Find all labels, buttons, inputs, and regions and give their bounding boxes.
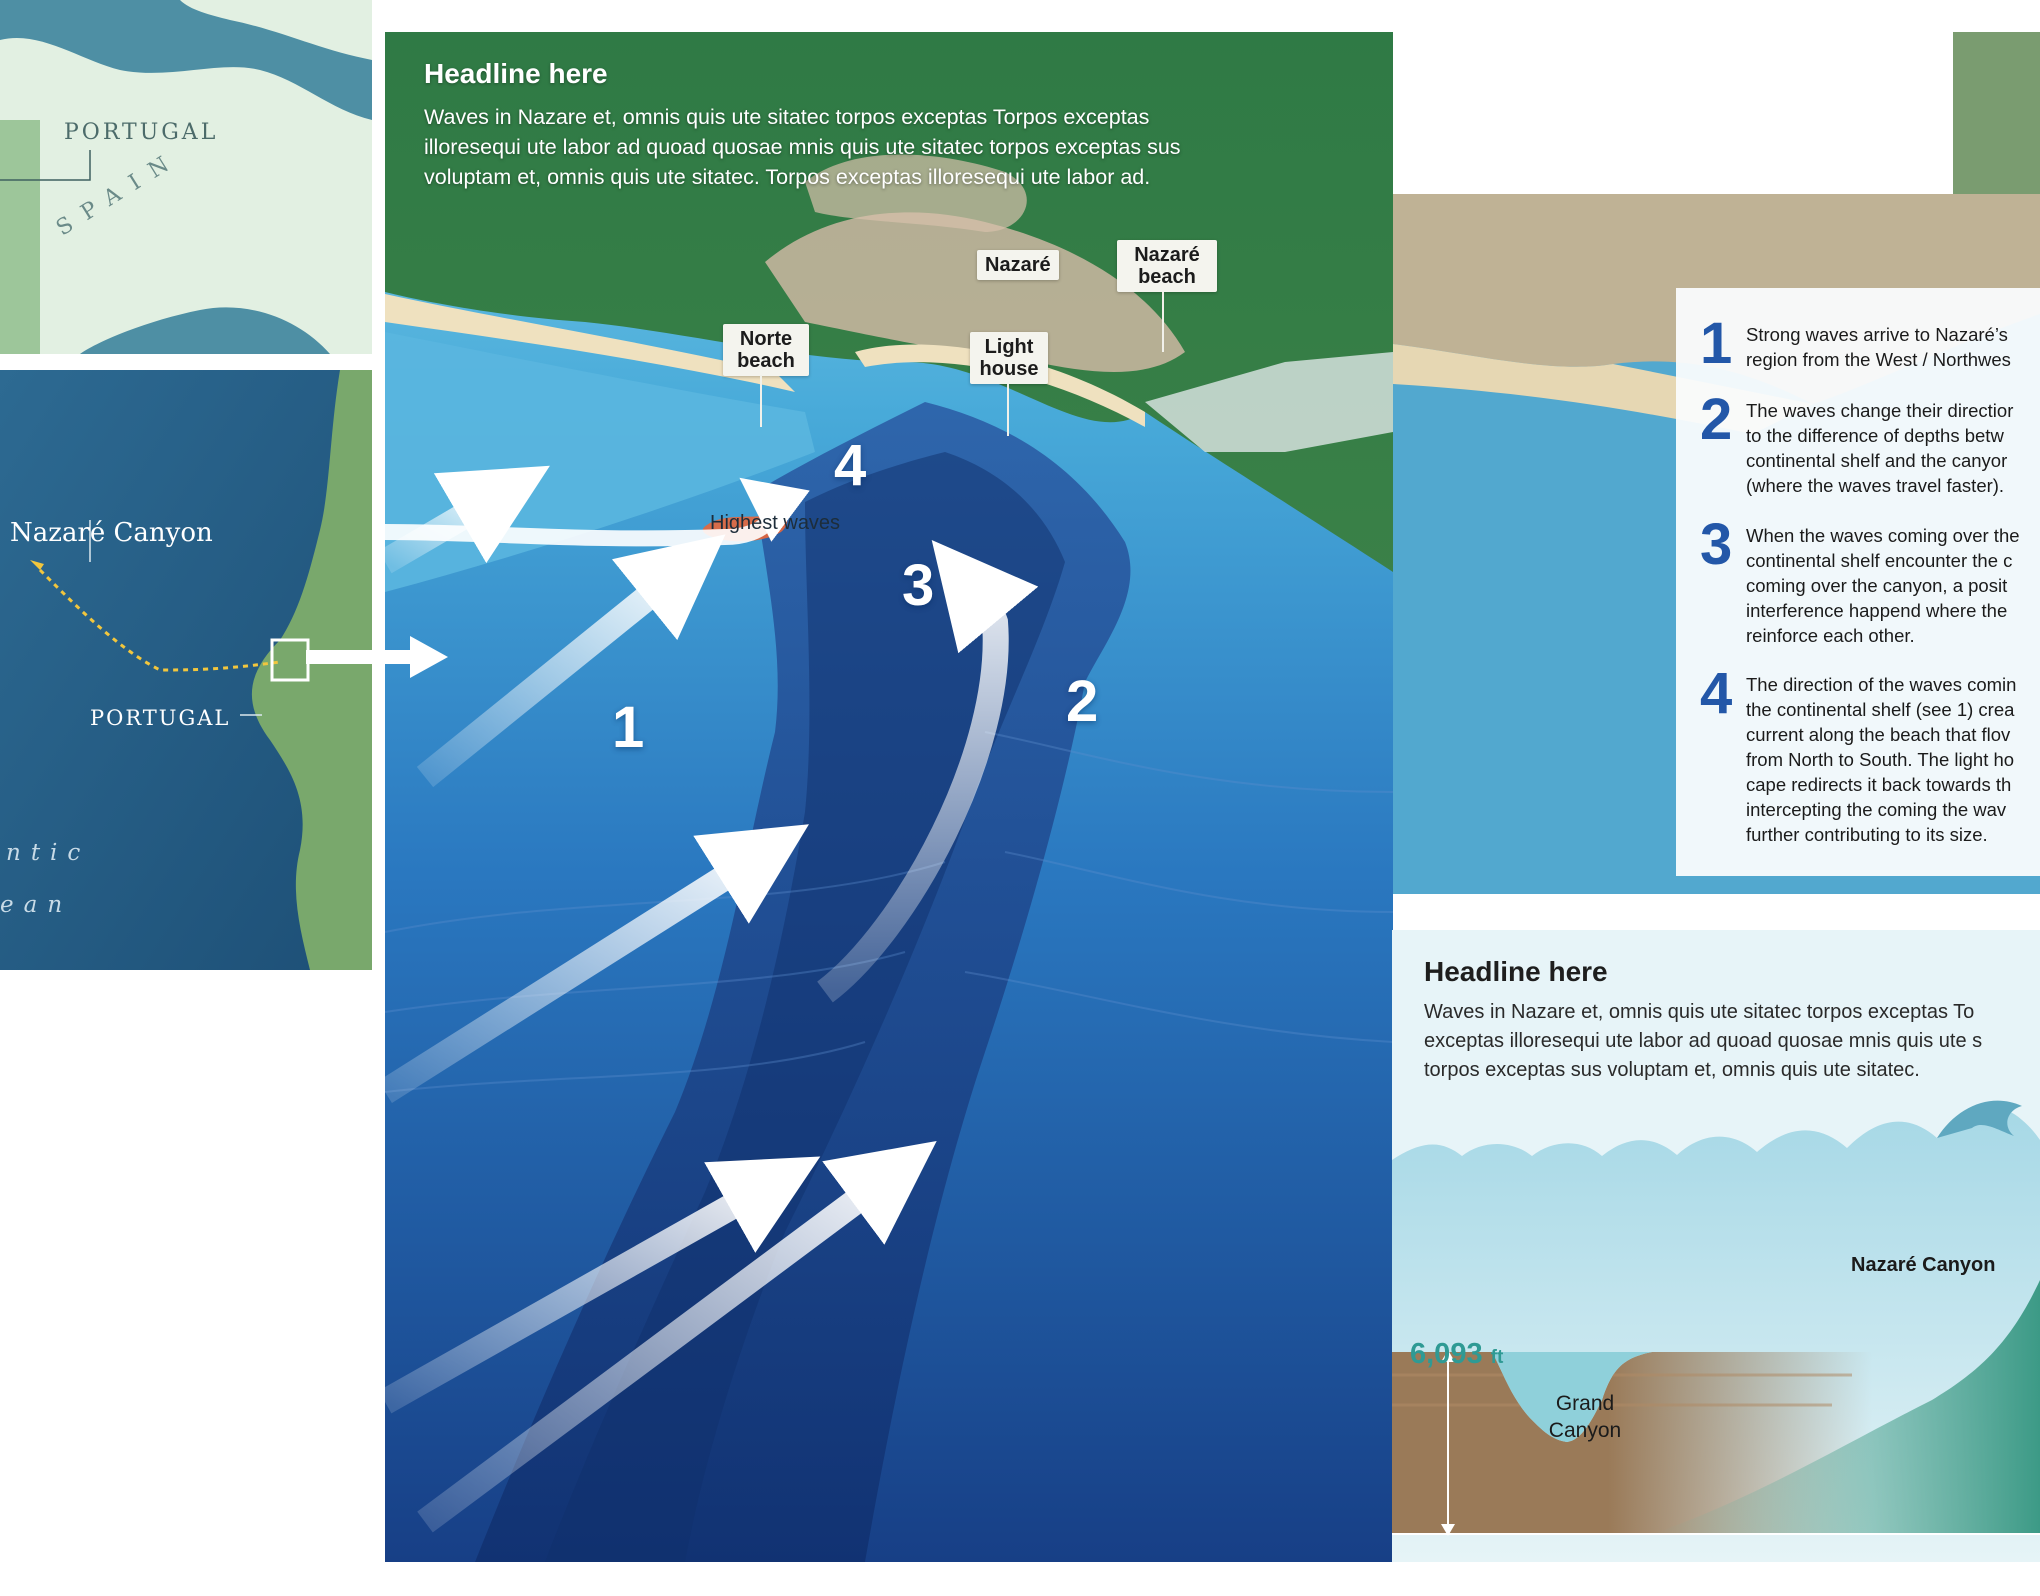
map-step-4: 4	[834, 433, 867, 498]
step-4-line: cape redirects it back towards th	[1746, 774, 2012, 795]
compare-body: Waves in Nazare et, omnis quis ute sitat…	[1424, 998, 2040, 1085]
step-4-number: 4	[1700, 661, 1733, 726]
depth-value: 6,093	[1410, 1338, 1483, 1370]
depth-unit: ft	[1490, 1347, 1504, 1368]
step-2-number: 2	[1700, 387, 1733, 452]
leader-nazare-beach	[1162, 292, 1164, 352]
step-2-line: (where the waves travel faster).	[1746, 475, 2005, 496]
label-nazare: Nazaré	[977, 250, 1059, 280]
step-3-number: 3	[1700, 512, 1733, 577]
depth-comparison-panel: Headline here Waves in Nazare et, omnis …	[1392, 930, 2040, 1562]
step-4-line: current along the beach that flov	[1746, 724, 2011, 745]
compare-body-line: exceptas illoresequi ute labor ad quoad …	[1424, 1030, 1983, 1052]
canyon-inset-map	[0, 370, 372, 970]
main-body-text: Waves in Nazare et, omnis quis ute sitat…	[424, 105, 1181, 189]
map-step-1: 1	[612, 695, 645, 760]
step-2-line: to the difference of depths betw	[1746, 425, 2004, 446]
top-right-land-strip	[1953, 32, 2040, 194]
step-3-line: reinforce each other.	[1746, 625, 1915, 646]
step-3-text: When the waves coming over the continent…	[1746, 523, 2040, 648]
steps-panel: 1 Strong waves arrive to Nazaré’s region…	[1676, 288, 2040, 876]
label-portugal-inset: PORTUGAL	[90, 706, 231, 730]
step-1-line: Strong waves arrive to Nazaré’s	[1746, 324, 2008, 345]
step-1-number: 1	[1700, 311, 1733, 376]
map-step-3: 3	[902, 553, 935, 618]
step-2-line: The waves change their directior	[1746, 400, 2014, 421]
label-lighthouse: Light house	[970, 332, 1048, 384]
step-3-line: When the waves coming over the	[1746, 525, 2020, 546]
label-grand-canyon: Grand Canyon	[1548, 1392, 1622, 1442]
step-1-line: region from the West / Northwes	[1746, 349, 2011, 370]
inset-connector-arrow	[306, 636, 448, 678]
label-nazare-canyon-profile: Nazaré Canyon	[1851, 1254, 1996, 1276]
canyon-refraction-arrow	[817, 540, 1039, 1003]
step-3-line: interference happend where the	[1746, 600, 2008, 621]
step-4-text: The direction of the waves comin the con…	[1746, 672, 2040, 847]
longshore-current-arrow	[385, 477, 810, 547]
depth-label: 6,093 ft	[1410, 1338, 1503, 1371]
map-step-2: 2	[1066, 669, 1099, 734]
step-4-line: the continental shelf (see 1) crea	[1746, 699, 2015, 720]
label-nazare-beach: Nazaré beach	[1117, 240, 1217, 292]
label-ocean-line1: ntic	[6, 840, 91, 866]
step-4-line: The direction of the waves comin	[1746, 674, 2017, 695]
step-4-line: from North to South. The light ho	[1746, 749, 2015, 770]
step-1-text: Strong waves arrive to Nazaré’s region f…	[1746, 322, 2040, 372]
step-4-line: further contributing to its size.	[1746, 824, 1988, 845]
compare-body-line: torpos exceptas sus voluptam et, omnis q…	[1424, 1059, 1920, 1081]
step-4-line: intercepting the coming the wav	[1746, 799, 2007, 820]
main-headline-block: Headline here Waves in Nazare et, omnis …	[424, 58, 1204, 192]
label-highest-waves: Highest waves	[710, 512, 841, 534]
depth-profile-graphic	[1392, 1100, 2040, 1562]
label-portugal-top: PORTUGAL	[64, 120, 219, 145]
step-2-text: The waves change their directior to the …	[1746, 398, 2040, 498]
leader-lighthouse	[1007, 384, 1009, 436]
leader-norte-beach	[760, 375, 762, 427]
step-2-line: continental shelf and the canyor	[1746, 450, 2008, 471]
compare-body-line: Waves in Nazare et, omnis quis ute sitat…	[1424, 1001, 1975, 1023]
label-nazare-canyon-inset: Nazaré Canyon	[10, 518, 213, 548]
step-3-line: continental shelf encounter the c	[1746, 550, 2013, 571]
step-3-line: coming over the canyon, a posit	[1746, 575, 2008, 596]
iberia-inset-map	[0, 0, 372, 354]
label-norte-beach: Norte beach	[723, 324, 809, 376]
top-right-blank	[1393, 32, 1953, 194]
main-headline: Headline here	[424, 58, 608, 89]
compare-headline: Headline here	[1424, 956, 1608, 987]
nazare-canyon-scene	[385, 32, 1393, 1562]
label-ocean-line2: ean	[0, 892, 73, 918]
